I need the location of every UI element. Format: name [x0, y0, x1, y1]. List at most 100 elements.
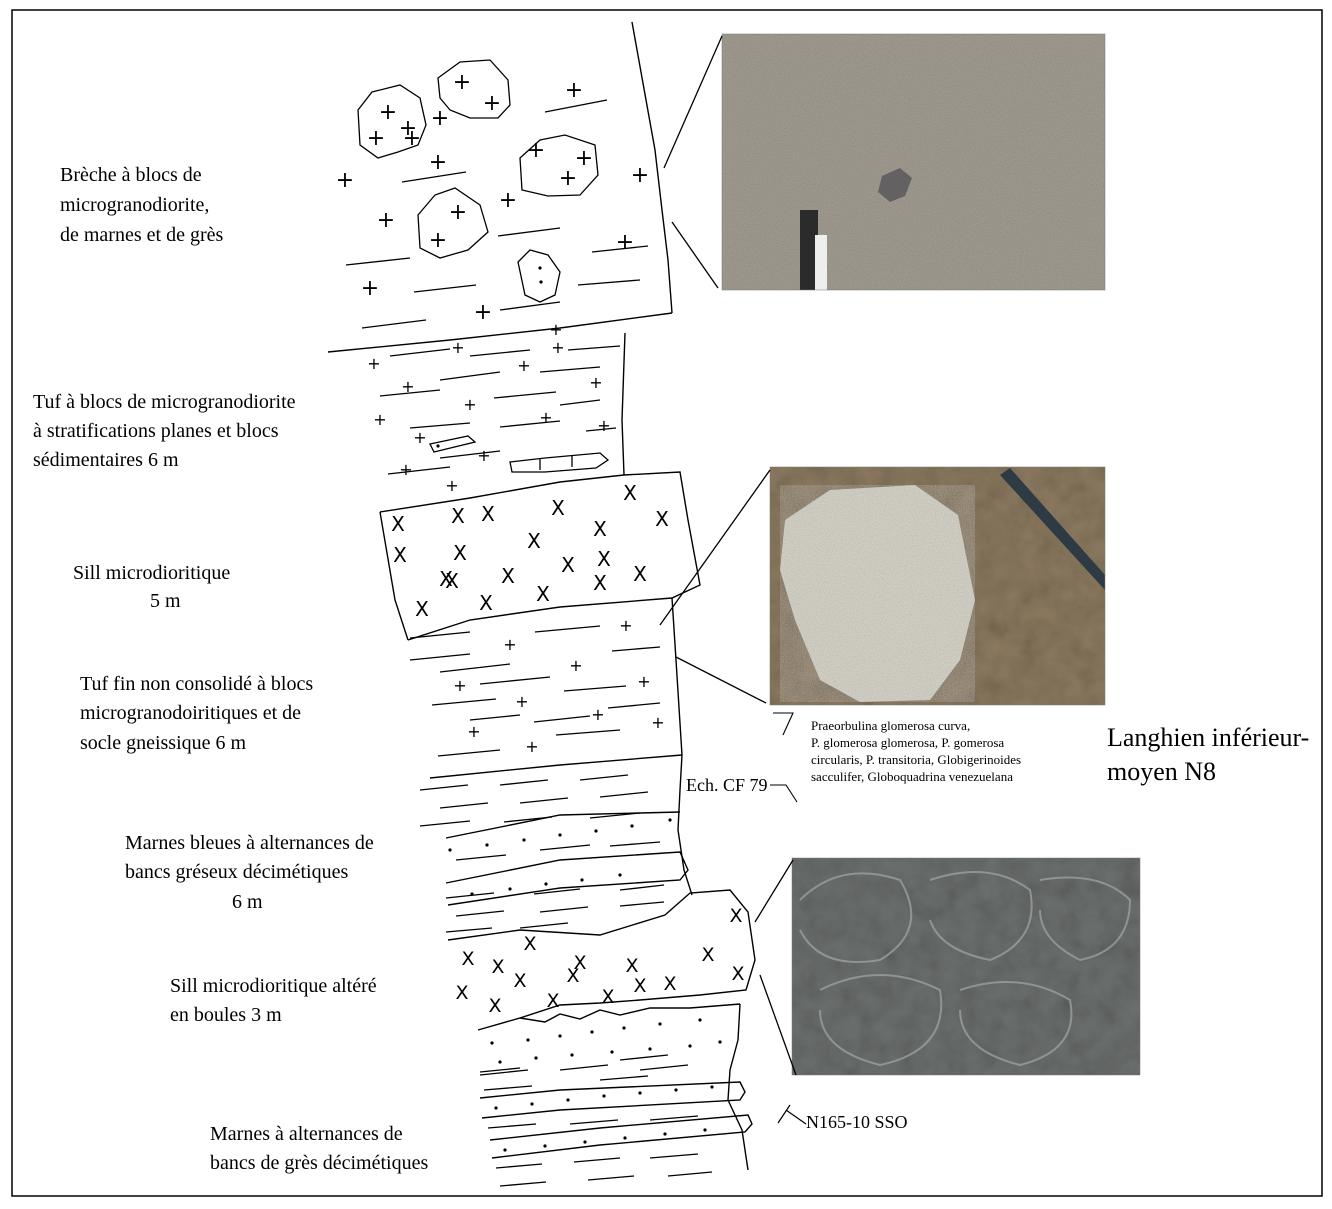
- bedding-dash: [390, 349, 450, 356]
- cross-symbol: +: [499, 188, 517, 213]
- cross-symbol: +: [483, 91, 501, 116]
- bedding-dash: [480, 677, 550, 684]
- cross-symbol: +: [551, 338, 564, 357]
- cross-symbol: +: [619, 616, 632, 635]
- cross-symbol: +: [413, 428, 426, 447]
- sand-dot: [583, 1140, 586, 1143]
- x-symbol: X: [415, 597, 429, 621]
- bedding-dash: [440, 451, 500, 458]
- fauna-list-line: circularis, P. transitoria, Globigerinoi…: [811, 752, 1021, 767]
- age-label: moyen N8: [1107, 757, 1216, 786]
- sand-dot: [703, 1128, 706, 1131]
- bedding-dash: [498, 228, 560, 236]
- x-symbol: X: [523, 933, 536, 955]
- cross-symbol: +: [399, 460, 412, 479]
- bedding-dash: [564, 686, 626, 691]
- x-symbol: X: [593, 517, 607, 541]
- sand-dot: [618, 873, 621, 876]
- bedding-dash: [620, 885, 664, 890]
- x-symbol: X: [729, 905, 742, 927]
- bedding-dash: [640, 1065, 688, 1070]
- cross-symbol: +: [463, 395, 476, 414]
- x-symbol: X: [479, 591, 493, 615]
- x-symbol: X: [625, 955, 638, 977]
- x-symbol: X: [593, 571, 607, 595]
- bedding-dash: [520, 923, 568, 928]
- bedding-dash: [610, 842, 660, 846]
- bedding-dash: [650, 1154, 698, 1158]
- bedding-dash: [540, 845, 590, 850]
- cross-symbol: +: [403, 126, 421, 151]
- bedding-dash: [420, 821, 470, 826]
- cross-symbol: +: [515, 692, 528, 711]
- cross-symbol: +: [377, 208, 395, 233]
- sand-dot: [674, 1088, 677, 1091]
- unit-label-marnes-bleues: 6 m: [232, 891, 263, 913]
- cross-symbol: +: [477, 446, 490, 465]
- sand-dot: [544, 882, 547, 885]
- bedding-dash: [496, 1164, 542, 1168]
- sand-dot: [688, 1044, 691, 1047]
- cross-symbol: +: [631, 163, 649, 188]
- bedding-dash: [570, 1120, 618, 1124]
- cross-symbol: +: [591, 705, 604, 724]
- sand-dot: [490, 1041, 493, 1044]
- cross-symbol: +: [449, 200, 467, 225]
- x-symbol: X: [501, 564, 515, 588]
- unit-label-tuf-blocs: Tuf à blocs de microgranodiorite: [33, 391, 296, 413]
- bedding-dash: [668, 1172, 712, 1176]
- cross-symbol: +: [549, 320, 562, 339]
- x-symbol: X: [536, 582, 550, 606]
- unit-label-breche: microgranodiorite,: [60, 194, 209, 216]
- sample-label: Ech. CF 79: [686, 775, 768, 795]
- sand-dot: [448, 848, 451, 851]
- bedding-dash: [620, 902, 664, 906]
- x-symbol: X: [597, 547, 611, 571]
- x-symbol: X: [391, 512, 405, 536]
- sand-dot: [503, 1148, 506, 1151]
- x-symbol: X: [731, 963, 744, 985]
- cross-symbol: +: [336, 168, 354, 193]
- x-symbol: X: [551, 496, 565, 520]
- bedding-dash: [588, 1176, 634, 1180]
- sand-dot: [698, 1018, 701, 1021]
- bedding-dash: [608, 703, 660, 708]
- unit-label-marnes-bleues: Marnes bleues à alternances de: [125, 832, 374, 854]
- x-symbol: X: [491, 956, 504, 978]
- age-label: Langhien inférieur-: [1107, 723, 1309, 752]
- sand-dot: [530, 1102, 533, 1105]
- bedding-dash: [500, 780, 548, 785]
- cross-symbol: +: [525, 737, 538, 756]
- cross-symbol: +: [467, 722, 480, 741]
- cross-symbol: +: [637, 672, 650, 691]
- unit-label-sill: Sill microdioritique: [73, 562, 230, 584]
- cross-symbol: +: [373, 410, 386, 429]
- cross-symbol: +: [367, 354, 380, 373]
- x-symbol: X: [601, 986, 614, 1008]
- bedding-dash: [484, 1086, 532, 1090]
- x-symbol: X: [513, 970, 526, 992]
- cross-symbol: +: [565, 78, 583, 103]
- photo-tuff-block: [770, 467, 1105, 705]
- bedding-dash: [520, 798, 568, 803]
- sand-dot: [663, 1132, 666, 1135]
- x-symbol: X: [663, 973, 676, 995]
- x-symbol: X: [655, 507, 669, 531]
- cross-symbol: +: [569, 656, 582, 675]
- cross-symbol: +: [527, 138, 545, 163]
- bedding-dash: [440, 803, 488, 808]
- x-symbol: X: [488, 995, 501, 1017]
- unit-label-tuf-fin: socle gneissique 6 m: [80, 732, 247, 754]
- bedding-dash: [440, 664, 510, 672]
- photo-microgranodiorite: [722, 34, 1105, 290]
- sand-dot: [580, 878, 583, 881]
- bedding-dash: [420, 785, 468, 790]
- bedding-dash: [574, 1158, 620, 1162]
- bedding-dash: [432, 699, 496, 705]
- fauna-list-line: sacculifer, Globoquadrina venezuelana: [811, 769, 1013, 784]
- cross-symbol: +: [539, 408, 552, 427]
- unit-label-marnes: Marnes à alternances de: [210, 1123, 403, 1145]
- bedding-dash: [388, 467, 450, 474]
